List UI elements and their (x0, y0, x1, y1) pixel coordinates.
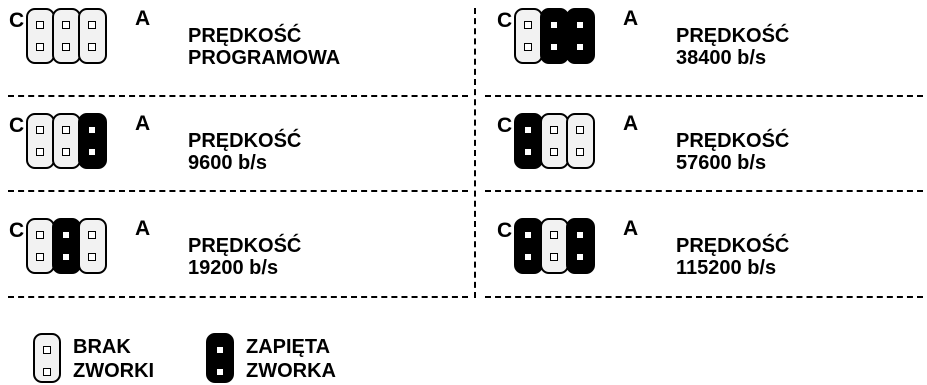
closed-jumper-icon (540, 8, 569, 64)
speed-value: PROGRAMOWA (188, 47, 341, 69)
speed-title: PRĘDKOŚĆ (676, 25, 790, 47)
legend-closed-label: ZAPIĘTA ZWORKA (246, 335, 336, 383)
legend-closed-line2: ZWORKA (246, 360, 336, 382)
pin-c-label: C (497, 9, 513, 32)
jumper-block (514, 113, 595, 169)
speed-description: PRĘDKOŚĆ 38400 b/s (676, 25, 789, 69)
row-divider (485, 296, 923, 298)
closed-jumper-icon (514, 218, 543, 274)
setting-cell: C A PRĘDKOŚĆ 38400 b/s (488, 0, 927, 95)
speed-description: PRĘDKOŚĆ 9600 b/s (188, 130, 301, 174)
jumper-block (26, 218, 107, 274)
speed-title: PRĘDKOŚĆ (676, 235, 790, 257)
closed-jumper-icon (514, 113, 543, 169)
closed-jumper-icon (52, 218, 81, 274)
pin-c-label: C (9, 219, 25, 242)
pin-a-label: A (623, 7, 639, 30)
open-jumper-icon (26, 113, 55, 169)
speed-value: 9600 b/s (188, 152, 267, 174)
pin-c-label: C (497, 219, 513, 242)
speed-description: PRĘDKOŚĆ 19200 b/s (188, 235, 301, 279)
speed-description: PRĘDKOŚĆ PROGRAMOWA (188, 25, 340, 69)
open-jumper-icon (540, 218, 569, 274)
row-divider (485, 190, 923, 192)
open-jumper-icon (566, 113, 595, 169)
pin-a-label: A (135, 7, 151, 30)
speed-description: PRĘDKOŚĆ 57600 b/s (676, 130, 789, 174)
column-divider (474, 8, 476, 298)
legend-closed-line1: ZAPIĘTA (246, 336, 331, 358)
setting-cell: C A PRĘDKOŚĆ 19200 b/s (0, 210, 450, 305)
row-divider (8, 190, 468, 192)
speed-title: PRĘDKOŚĆ (188, 130, 302, 152)
pin-c-label: C (497, 114, 513, 137)
speed-title: PRĘDKOŚĆ (188, 235, 302, 257)
pin-a-label: A (135, 112, 151, 135)
open-jumper-icon (514, 8, 543, 64)
speed-value: 19200 b/s (188, 257, 279, 279)
legend-closed: ZAPIĘTA ZWORKA (206, 333, 386, 385)
pin-a-label: A (623, 112, 639, 135)
speed-description: PRĘDKOŚĆ 115200 b/s (676, 235, 789, 279)
legend-open: BRAK ZWORKI (33, 333, 193, 385)
row-divider (8, 296, 468, 298)
open-jumper-icon (78, 218, 107, 274)
jumper-block (26, 8, 107, 64)
open-jumper-icon (26, 218, 55, 274)
legend-open-line1: BRAK (73, 336, 131, 358)
legend-open-label: BRAK ZWORKI (73, 335, 154, 383)
jumper-block (26, 113, 107, 169)
setting-cell: C A PRĘDKOŚĆ 57600 b/s (488, 105, 927, 200)
speed-title: PRĘDKOŚĆ (188, 25, 302, 47)
open-jumper-icon (52, 113, 81, 169)
speed-value: 115200 b/s (676, 257, 777, 279)
open-jumper-icon (52, 8, 81, 64)
pin-a-label: A (135, 217, 151, 240)
setting-cell: C A PRĘDKOŚĆ PROGRAMOWA (0, 0, 450, 95)
pin-c-label: C (9, 9, 25, 32)
legend-open-line2: ZWORKI (73, 360, 155, 382)
speed-value: 57600 b/s (676, 152, 767, 174)
open-jumper-icon (26, 8, 55, 64)
setting-cell: C A PRĘDKOŚĆ 115200 b/s (488, 210, 927, 305)
open-jumper-icon (540, 113, 569, 169)
pin-c-label: C (9, 114, 25, 137)
jumper-block (514, 8, 595, 64)
jumper-block (514, 218, 595, 274)
speed-value: 38400 b/s (676, 47, 767, 69)
open-jumper-icon (78, 8, 107, 64)
row-divider (485, 95, 923, 97)
closed-jumper-icon (566, 218, 595, 274)
open-jumper-icon (33, 333, 61, 383)
closed-jumper-icon (206, 333, 234, 383)
row-divider (8, 95, 468, 97)
setting-cell: C A PRĘDKOŚĆ 9600 b/s (0, 105, 450, 200)
closed-jumper-icon (566, 8, 595, 64)
closed-jumper-icon (78, 113, 107, 169)
speed-title: PRĘDKOŚĆ (676, 130, 790, 152)
pin-a-label: A (623, 217, 639, 240)
